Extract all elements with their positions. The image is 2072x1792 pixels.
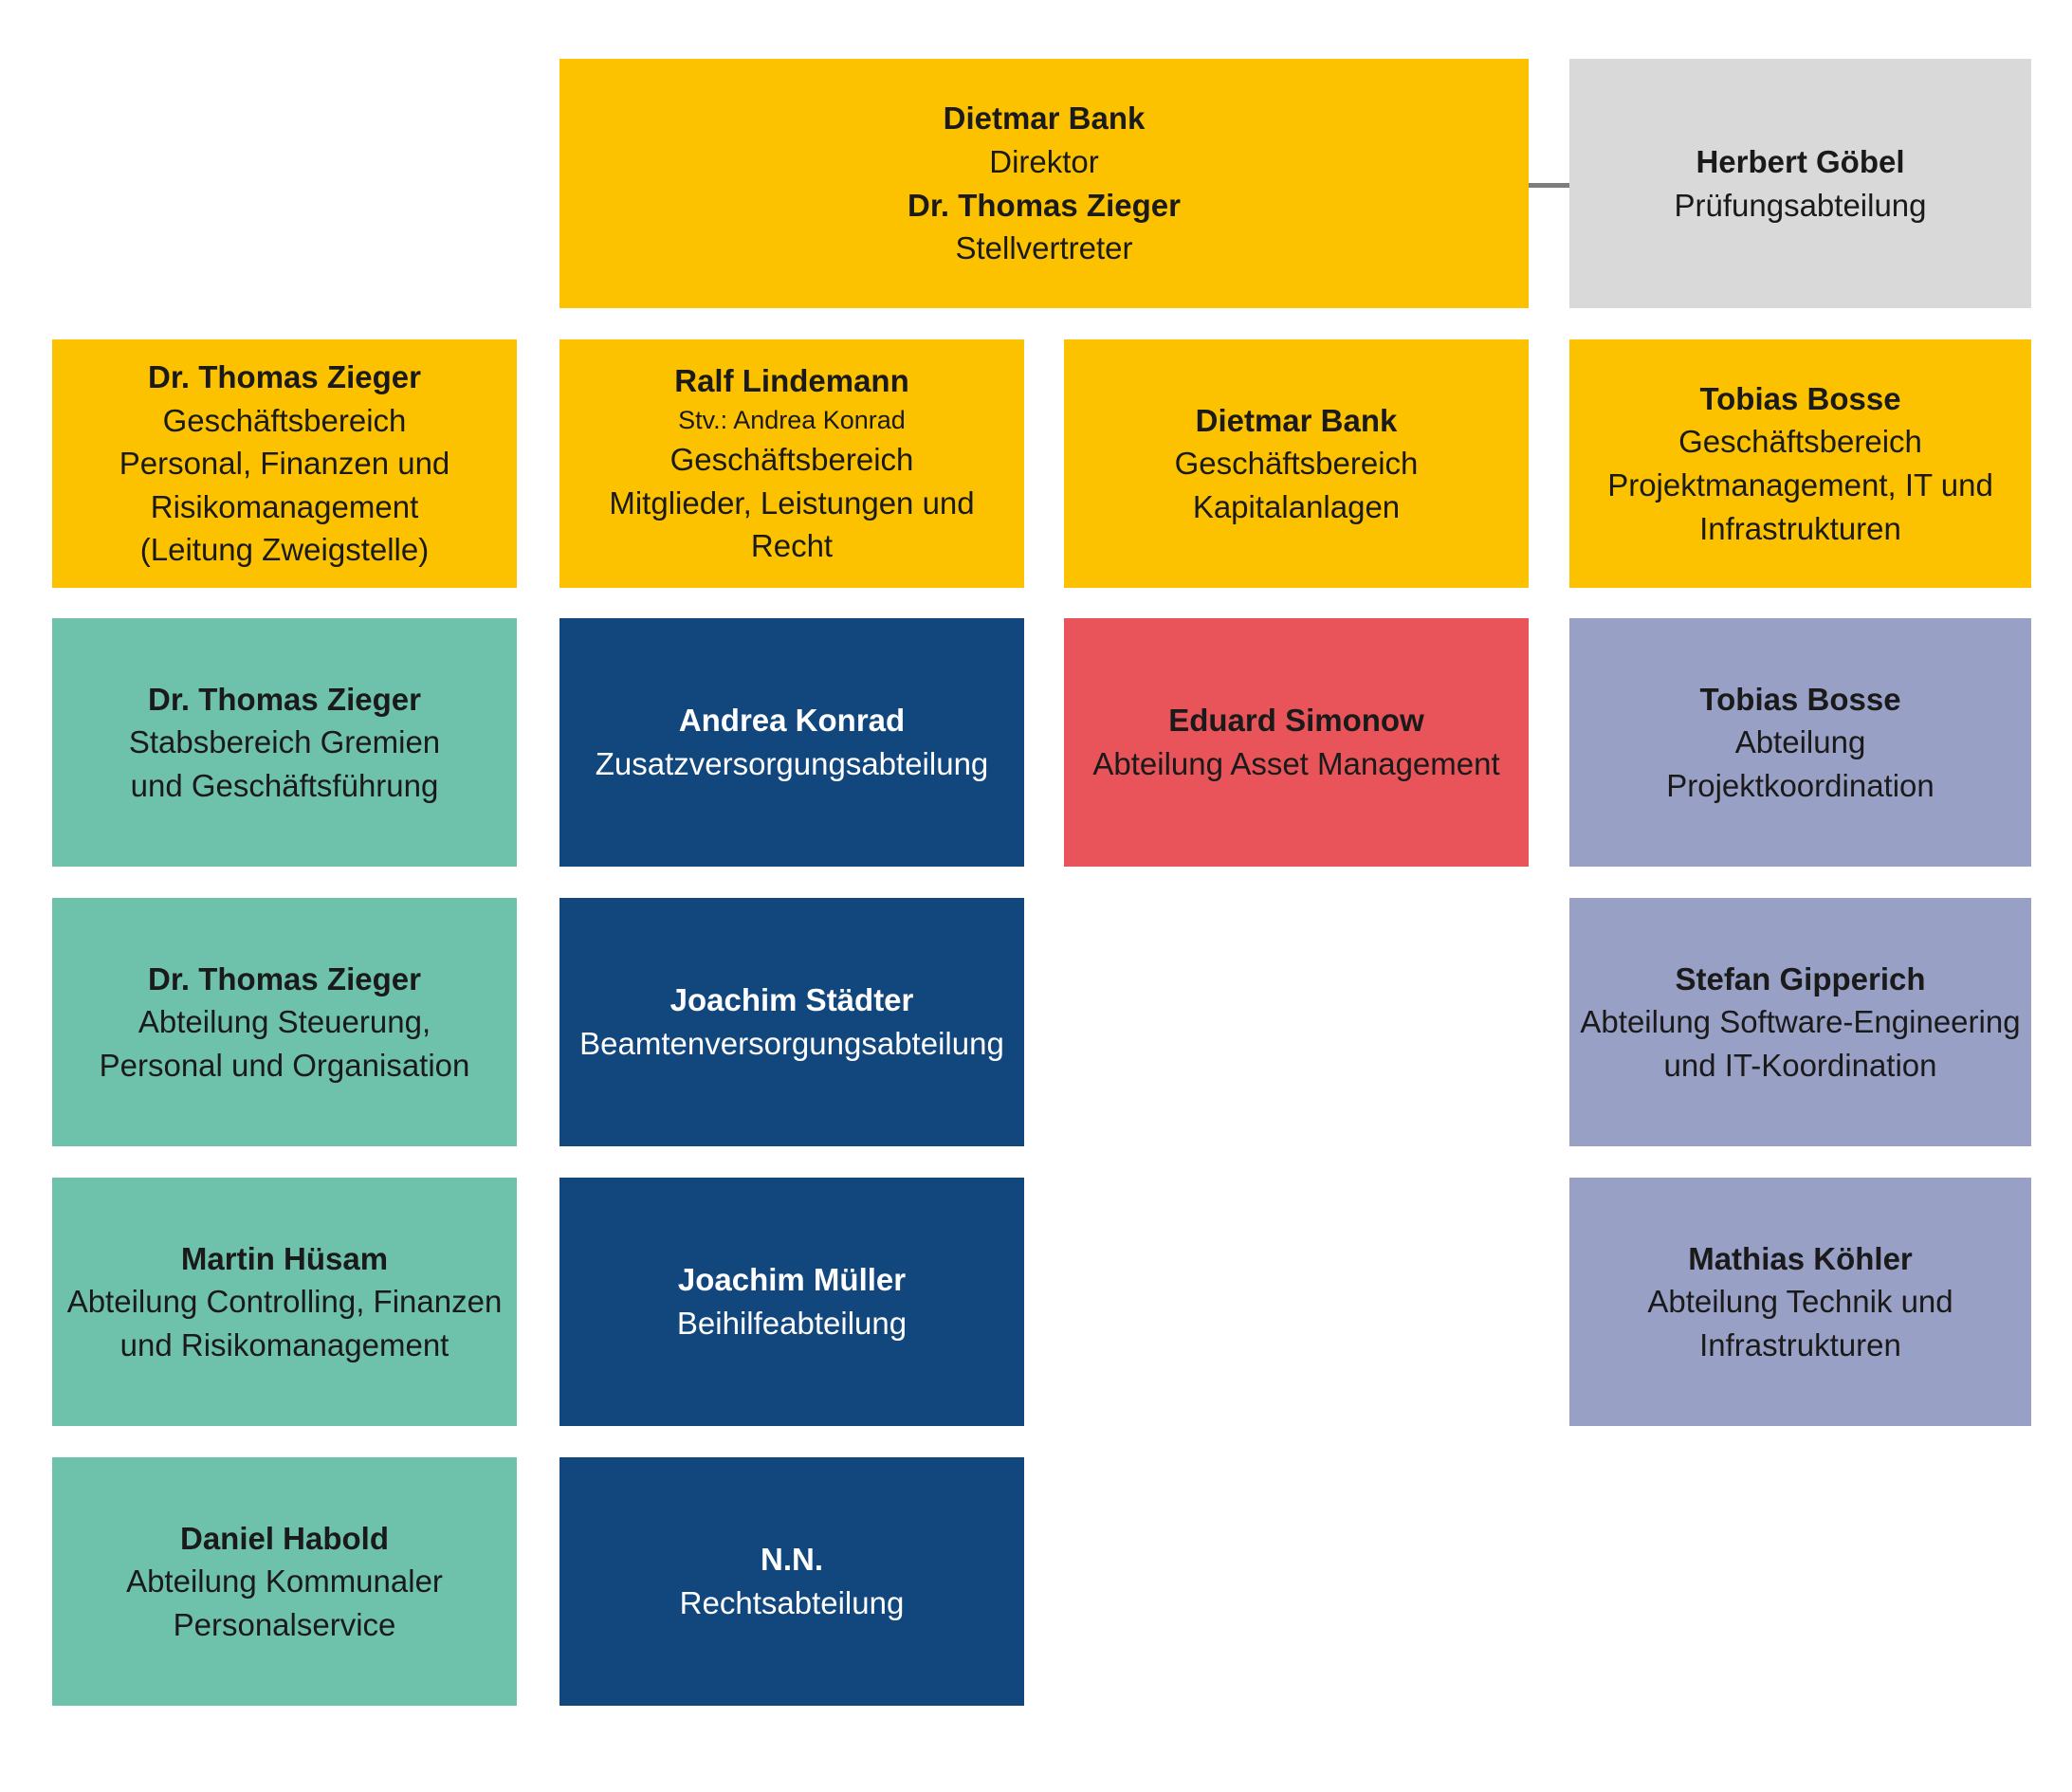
org-box-pruefungsabteilung: Herbert Göbel Prüfungsabteilung: [1569, 59, 2031, 308]
person-name: Eduard Simonow: [1168, 703, 1424, 739]
person-name: Tobias Bosse: [1699, 681, 1901, 717]
connector-line: [1529, 183, 1569, 188]
person-name: Martin Hüsam: [180, 1240, 389, 1276]
org-box-controlling-finanzen: Martin Hüsam Abteilung Controlling, Fina…: [52, 1178, 517, 1426]
department-line: Personal, Finanzen und: [119, 446, 450, 482]
department-line: Abteilung Steuerung,: [138, 1004, 431, 1040]
deputy-line: Stv.: Andrea Konrad: [678, 405, 906, 434]
org-box-software-engineering: Stefan Gipperich Abteilung Software-Engi…: [1569, 898, 2031, 1146]
person-name: Mathias Köhler: [1688, 1240, 1913, 1276]
person-name: N.N.: [761, 1542, 823, 1578]
org-box-beihilfe: Joachim Müller Beihilfeabteilung: [559, 1178, 1024, 1426]
org-box-gb-mitglieder: Ralf Lindemann Stv.: Andrea Konrad Gesch…: [559, 339, 1024, 588]
department-line: Zusatzversorgungsabteilung: [595, 746, 989, 781]
department-line: Kapitalanlagen: [1192, 488, 1401, 524]
department-line: Beihilfeabteilung: [676, 1306, 908, 1341]
role-line: Direktor: [989, 143, 1099, 179]
department-line: Abteilung Controlling, Finanzen: [66, 1284, 503, 1320]
person-name: Joachim Müller: [677, 1262, 907, 1298]
person-name: Tobias Bosse: [1699, 380, 1901, 416]
department-line: Projektmanagement, IT und: [1607, 467, 1993, 503]
person-name: Dietmar Bank: [1195, 402, 1398, 438]
department-line: Abteilung: [1734, 724, 1866, 760]
org-box-asset-management: Eduard Simonow Abteilung Asset Managemen…: [1064, 618, 1529, 867]
person-name: Daniel Habold: [179, 1520, 390, 1556]
person-name: Ralf Lindemann: [674, 363, 909, 399]
department-line: und Geschäftsführung: [130, 767, 439, 803]
org-box-kommunaler-personalservice: Daniel Habold Abteilung Kommunaler Perso…: [52, 1457, 517, 1706]
department-line: Geschäftsbereich: [1678, 424, 1922, 460]
department-line: Rechtsabteilung: [679, 1585, 905, 1620]
role-line: Stellvertreter: [955, 230, 1133, 266]
org-box-gb-kapitalanlagen: Dietmar Bank Geschäftsbereich Kapitalanl…: [1064, 339, 1529, 588]
person-name: Joachim Städter: [669, 982, 914, 1018]
person-name: Stefan Gipperich: [1675, 960, 1926, 997]
department-line: und IT-Koordination: [1663, 1047, 1937, 1083]
department-line: Geschäftsbereich: [669, 442, 914, 478]
department-line: Infrastrukturen: [1699, 1326, 1901, 1362]
department-line: und Risikomanagement: [119, 1326, 449, 1362]
person-name: Herbert Göbel: [1696, 143, 1905, 179]
person-name: Dr. Thomas Zieger: [148, 960, 421, 997]
department-line: Abteilung Software-Engineering: [1580, 1004, 2021, 1040]
department-line: Risikomanagement: [150, 488, 419, 524]
org-box-zusatzversorgung: Andrea Konrad Zusatzversorgungsabteilung: [559, 618, 1024, 867]
department-line: Recht: [750, 528, 834, 564]
org-box-rechtsabteilung: N.N. Rechtsabteilung: [559, 1457, 1024, 1706]
person-name: Dr. Thomas Zieger: [908, 187, 1181, 223]
department-line: Abteilung Asset Management: [1092, 746, 1500, 781]
department-line: Geschäftsbereich: [162, 402, 407, 438]
department-line: Personal und Organisation: [99, 1047, 470, 1083]
person-name: Dr. Thomas Zieger: [148, 359, 421, 395]
department-line: Geschäftsbereich: [1174, 446, 1419, 482]
org-box-beamtenversorgung: Joachim Städter Beamtenversorgungsabteil…: [559, 898, 1024, 1146]
department-line: Projektkoordination: [1666, 767, 1934, 803]
department-line: Infrastrukturen: [1699, 510, 1901, 546]
department-line: Prüfungsabteilung: [1674, 187, 1927, 223]
department-line: Personalservice: [173, 1606, 396, 1642]
department-line: Stabsbereich Gremien: [128, 724, 441, 760]
org-box-steuerung-personal: Dr. Thomas Zieger Abteilung Steuerung, P…: [52, 898, 517, 1146]
org-box-gb-projektmanagement: Tobias Bosse Geschäftsbereich Projektman…: [1569, 339, 2031, 588]
org-box-technik-infrastrukturen: Mathias Köhler Abteilung Technik und Inf…: [1569, 1178, 2031, 1426]
department-line: Abteilung Technik und: [1647, 1284, 1953, 1320]
org-box-gb-personal-finanzen: Dr. Thomas Zieger Geschäftsbereich Perso…: [52, 339, 517, 588]
org-box-projektkoordination: Tobias Bosse Abteilung Projektkoordinati…: [1569, 618, 2031, 867]
department-line: Mitglieder, Leistungen und: [609, 485, 975, 521]
person-name: Andrea Konrad: [678, 703, 906, 739]
department-line: Abteilung Kommunaler: [126, 1563, 443, 1600]
department-line: Beamtenversorgungsabteilung: [579, 1026, 1004, 1061]
org-box-direktor: Dietmar Bank Direktor Dr. Thomas Zieger …: [559, 59, 1529, 308]
department-line: (Leitung Zweigstelle): [139, 532, 430, 568]
person-name: Dr. Thomas Zieger: [148, 681, 421, 717]
person-name: Dietmar Bank: [943, 101, 1146, 137]
org-box-stabsbereich-gremien: Dr. Thomas Zieger Stabsbereich Gremien u…: [52, 618, 517, 867]
